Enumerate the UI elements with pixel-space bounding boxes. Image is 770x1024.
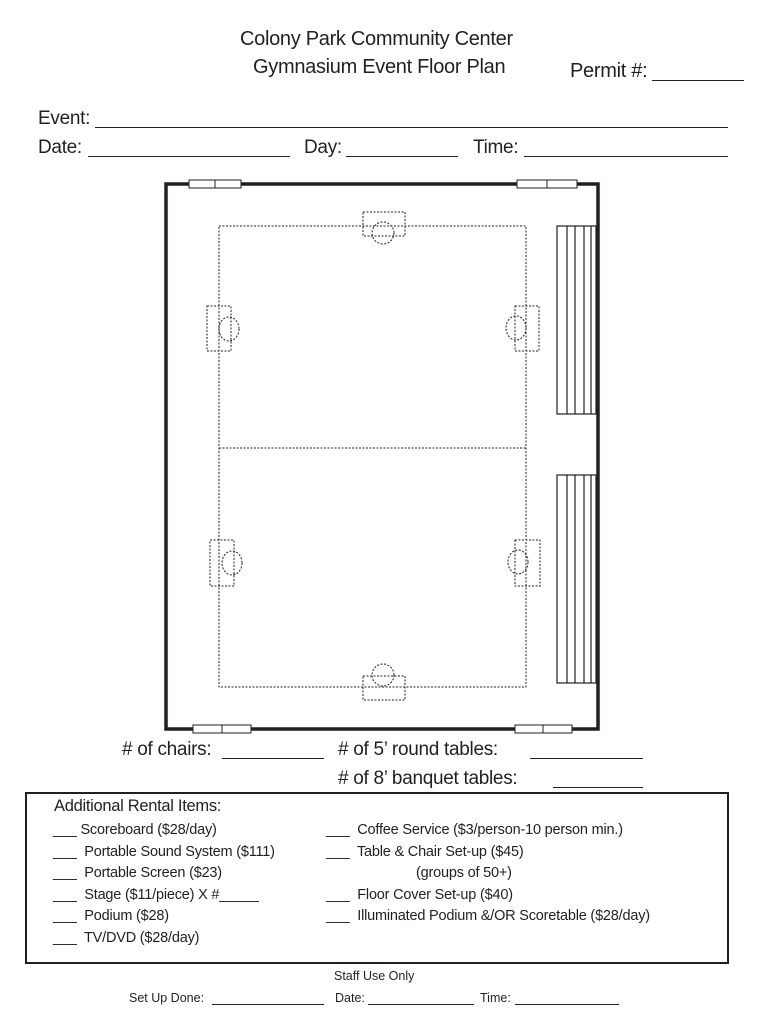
item-sound-system: Portable Sound System ($111) (84, 844, 275, 860)
staff-date-label: Date: (335, 991, 365, 1005)
item-table-chair-setup: Table & Chair Set-up ($45) (357, 844, 524, 860)
rental-item[interactable]: ___ Table & Chair Set-up ($45) (326, 844, 524, 860)
day-field[interactable] (346, 156, 458, 157)
item-coffee: Coffee Service ($3/person-10 person min.… (357, 822, 623, 838)
doors (188, 179, 578, 734)
basket-left-upper (206, 305, 232, 352)
court-boundary (218, 225, 527, 688)
blank: ___ (53, 865, 77, 881)
court-lines (206, 211, 541, 701)
title-line-1: Colony Park Community Center (240, 28, 513, 50)
item-tv-dvd: TV/DVD ($28/day) (84, 930, 200, 946)
date-field[interactable] (88, 156, 290, 157)
time-label: Time: (473, 137, 519, 158)
setup-done-label: Set Up Done: (129, 991, 205, 1005)
rental-item[interactable]: ___ Coffee Service ($3/person-10 person … (326, 822, 623, 838)
rental-item[interactable]: ___ Stage ($11/piece) X #_____ (53, 887, 259, 903)
blank: ___ (53, 887, 77, 903)
round-tables-label: # of 5’ round tables: (338, 739, 498, 760)
blank: ___ (326, 844, 350, 860)
permit-field[interactable] (652, 80, 744, 81)
item-scoreboard: Scoreboard ($28/day) (80, 822, 217, 838)
rental-item[interactable]: ___ Portable Sound System ($111) (53, 844, 275, 860)
time-field[interactable] (524, 156, 728, 157)
blank: ___ (326, 887, 350, 903)
blank: ___ (53, 908, 77, 924)
rental-note: (groups of 50+) (416, 865, 512, 881)
basket-left-lower (209, 539, 235, 587)
bleacher-lower (556, 474, 597, 684)
chairs-label: # of chairs: (122, 739, 212, 760)
rental-item[interactable]: ___ Illuminated Podium &/OR Scoretable (… (326, 908, 650, 924)
title-line-2: Gymnasium Event Floor Plan (253, 56, 506, 78)
rental-item[interactable]: ___ Portable Screen ($23) (53, 865, 222, 881)
rental-item[interactable]: ___ TV/DVD ($28/day) (53, 930, 199, 946)
basket-top (362, 211, 406, 237)
staff-time-field[interactable] (515, 1004, 619, 1005)
basket-right-lower (514, 539, 541, 587)
round-tables-field[interactable] (530, 758, 643, 759)
basket-right-upper (514, 305, 540, 352)
banquet-tables-label: # of 8’ banquet tables: (338, 768, 518, 789)
setup-done-field[interactable] (212, 1004, 324, 1005)
rental-heading: Additional Rental Items: (54, 797, 222, 815)
bleacher-upper (556, 225, 597, 415)
staff-heading: Staff Use Only (334, 969, 415, 983)
staff-time-label: Time: (480, 991, 511, 1005)
event-field[interactable] (95, 127, 728, 128)
bleachers (556, 225, 597, 684)
rental-item[interactable]: ___ Scoreboard ($28/day) (53, 822, 217, 838)
blank: ___ (53, 822, 77, 838)
rental-item[interactable]: ___ Floor Cover Set-up ($40) (326, 887, 513, 903)
permit-label: Permit #: (570, 60, 648, 82)
blank: ___ (53, 844, 77, 860)
date-label: Date: (38, 137, 82, 158)
blank: ___ (53, 930, 77, 946)
gym-walls (164, 182, 600, 731)
item-podium: Podium ($28) (84, 908, 169, 924)
item-floor-cover: Floor Cover Set-up ($40) (357, 887, 513, 903)
rental-items-box (25, 792, 729, 964)
basket-bottom (362, 675, 406, 701)
event-label: Event: (38, 108, 91, 129)
chairs-field[interactable] (222, 758, 324, 759)
banquet-tables-field[interactable] (553, 787, 643, 788)
blank: ___ (326, 822, 350, 838)
item-screen: Portable Screen ($23) (84, 865, 222, 881)
staff-date-field[interactable] (368, 1004, 474, 1005)
day-label: Day: (304, 137, 342, 158)
item-stage: Stage ($11/piece) X #_____ (84, 887, 259, 903)
blank: ___ (326, 908, 350, 924)
rental-item[interactable]: ___ Podium ($28) (53, 908, 169, 924)
item-illuminated-podium: Illuminated Podium &/OR Scoretable ($28/… (357, 908, 650, 924)
